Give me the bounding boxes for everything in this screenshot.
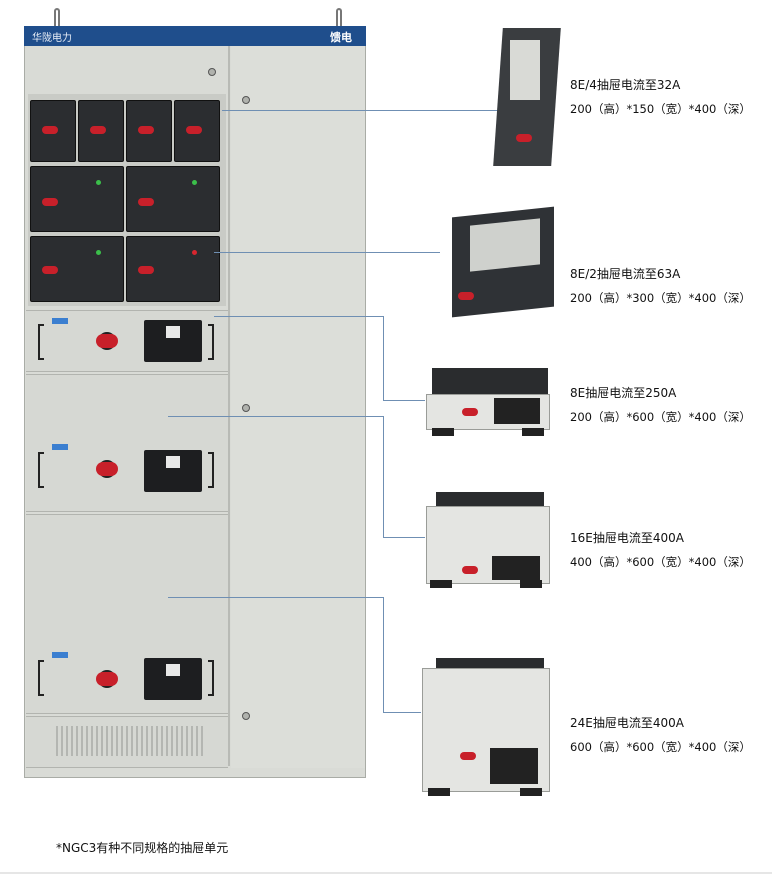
drawer-handle-right <box>208 324 214 360</box>
leader-line-3 <box>383 316 384 400</box>
drawer-handle-right <box>208 452 214 488</box>
cabinet-right-door <box>231 46 365 768</box>
drawer-photo-8e-foot <box>522 428 544 436</box>
ammeter-icon <box>166 326 180 338</box>
rotary-handle-icon <box>90 126 106 134</box>
spec-dims-5: 600（高）*600（宽）*400（深） <box>570 740 751 754</box>
spec-dims-1: 200（高）*150（宽）*400（深） <box>570 102 751 116</box>
rotary-handle-icon <box>516 134 532 142</box>
panel-tag <box>52 652 68 658</box>
drawer-photo-8e-4-interior <box>510 40 540 100</box>
ammeter-icon <box>166 664 180 676</box>
rotary-handle-icon <box>138 126 154 134</box>
lifting-hook-left <box>54 8 60 26</box>
leader-line-5 <box>383 712 421 713</box>
rotary-handle-icon <box>96 334 118 348</box>
leader-line-4 <box>168 416 384 417</box>
indicator-led <box>192 180 197 185</box>
leader-line-5 <box>383 597 384 713</box>
indicator-led <box>96 180 101 185</box>
leader-line-5 <box>168 597 384 598</box>
drawer-photo-24e-meter <box>490 748 538 784</box>
drawer-photo-24e-top <box>436 658 544 670</box>
bottom-divider <box>0 872 772 874</box>
cabinet-brand-label: 华陇电力 <box>32 33 72 44</box>
rotary-handle-icon <box>96 672 118 686</box>
panel-tag <box>52 318 68 324</box>
rotary-handle-icon <box>42 266 58 274</box>
rotary-handle-icon <box>462 408 478 416</box>
rotary-handle-icon <box>138 198 154 206</box>
rotary-handle-icon <box>138 266 154 274</box>
indicator-led <box>192 250 197 255</box>
leader-line-2 <box>214 252 440 253</box>
spec-title-2: 8E/2抽屉电流至63A <box>570 267 681 281</box>
leader-line-1 <box>222 110 498 111</box>
cabinet-header-strip <box>24 26 366 46</box>
panel-tag <box>52 444 68 450</box>
spec-dims-4: 400（高）*600（宽）*400（深） <box>570 555 751 569</box>
drawer-photo-8e-2-interior <box>470 218 540 272</box>
drawer-handle-left <box>38 660 44 696</box>
door-screw-icon <box>242 96 250 104</box>
drawer-photo-16e-foot <box>520 580 542 588</box>
indicator-led <box>96 250 101 255</box>
lifting-hook-right <box>336 8 342 26</box>
rotary-handle-icon <box>42 126 58 134</box>
drawer-photo-8e-meter <box>494 398 540 424</box>
drawer-photo-8e-foot <box>432 428 454 436</box>
rotary-handle-icon <box>462 566 478 574</box>
drawer-handle-left <box>38 452 44 488</box>
footnote: *NGC3有种不同规格的抽屉单元 <box>56 841 229 855</box>
rotary-handle-icon <box>458 292 474 300</box>
drawer-photo-16e-foot <box>430 580 452 588</box>
cabinet-name-label: 馈电 <box>330 31 352 44</box>
cabinet-divider <box>228 46 230 766</box>
drawer-photo-24e-foot <box>520 788 542 796</box>
rotary-handle-icon <box>186 126 202 134</box>
drawer-module-quarter <box>30 100 76 162</box>
drawer-handle-right <box>208 660 214 696</box>
drawer-photo-16e-meter <box>492 556 540 580</box>
rotary-handle-icon <box>96 462 118 476</box>
rotary-handle-icon <box>460 752 476 760</box>
spec-title-1: 8E/4抽屉电流至32A <box>570 78 681 92</box>
spec-title-4: 16E抽屉电流至400A <box>570 531 684 545</box>
rotary-handle-icon <box>42 198 58 206</box>
vent-grille <box>56 726 206 756</box>
spec-dims-3: 200（高）*600（宽）*400（深） <box>570 410 751 424</box>
drawer-module-quarter <box>126 100 172 162</box>
leader-line-4 <box>383 537 425 538</box>
leader-line-4 <box>383 416 384 538</box>
spec-title-5: 24E抽屉电流至400A <box>570 716 684 730</box>
drawer-photo-8e-top <box>432 368 548 394</box>
door-screw-icon <box>242 404 250 412</box>
leader-line-3 <box>383 400 425 401</box>
spec-dims-2: 200（高）*300（宽）*400（深） <box>570 291 751 305</box>
door-screw-icon <box>208 68 216 76</box>
drawer-photo-16e-top <box>436 492 544 506</box>
drawer-photo-24e-foot <box>428 788 450 796</box>
spec-title-3: 8E抽屉电流至250A <box>570 386 677 400</box>
leader-line-3 <box>214 316 384 317</box>
door-screw-icon <box>242 712 250 720</box>
ammeter-icon <box>166 456 180 468</box>
drawer-handle-left <box>38 324 44 360</box>
